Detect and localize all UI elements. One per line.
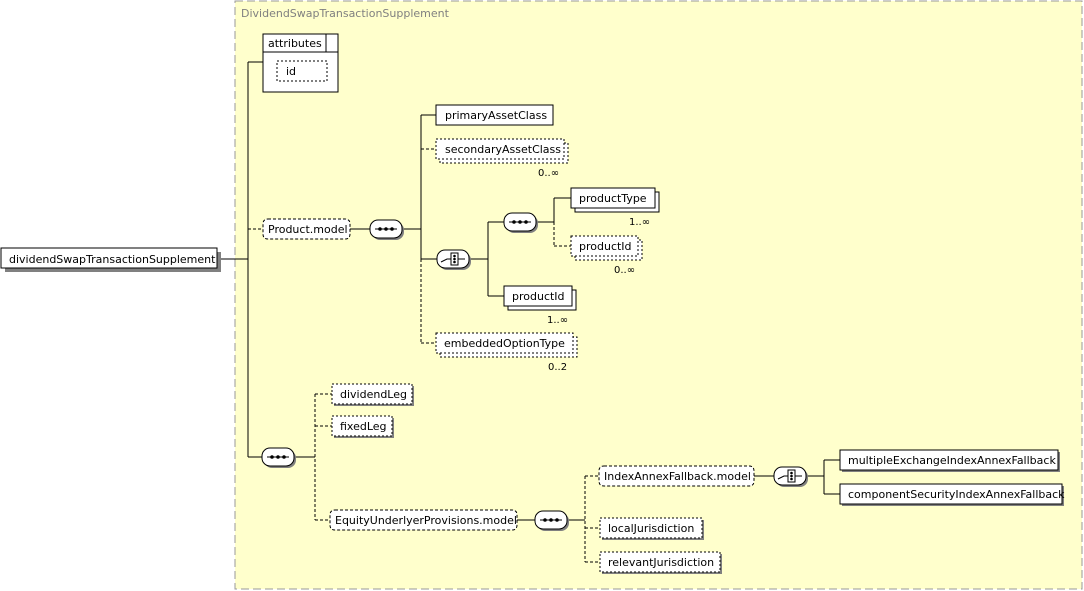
occurrence-productType: 1..∞ [629,217,650,228]
element-productId-optional[interactable]: productId [570,235,643,261]
element-primaryAssetClass[interactable]: primaryAssetClass [435,104,554,126]
choice-compositor-product [436,249,471,270]
element-productId[interactable]: productId [503,285,577,311]
container-title: DividendSwapTransactionSupplement [241,7,450,20]
svg-text:componentSecurityIndexAnnexFal: componentSecurityIndexAnnexFallback [848,488,1065,501]
occurrence-embeddedOptionType: 0..2 [548,362,567,373]
sequence-compositor-equity [534,510,569,531]
svg-text:productId: productId [579,240,632,253]
element-relevantJurisdiction[interactable]: relevantJurisdiction [599,551,722,574]
occurrence-secondaryAssetClass: 0..∞ [538,168,559,179]
svg-text:localJurisdiction: localJurisdiction [608,522,694,535]
group-equity-underlyer-provisions-model[interactable]: EquityUnderlyerProvisions.model [329,509,518,531]
element-fixedLeg[interactable]: fixedLeg [331,415,394,438]
attributes-title: attributes [268,37,322,50]
svg-text:relevantJurisdiction: relevantJurisdiction [608,556,714,569]
svg-text:multipleExchangeIndexAnnexFall: multipleExchangeIndexAnnexFallback [848,454,1056,467]
svg-text:dividendSwapTransactionSupplem: dividendSwapTransactionSupplement [9,253,216,266]
element-multipleExchangeIndexAnnexFallback[interactable]: multipleExchangeIndexAnnexFallback [839,449,1060,472]
root-element-dividendSwapTransactionSupplement[interactable]: dividendSwapTransactionSupplement [0,247,221,272]
group-index-annex-fallback-model[interactable]: IndexAnnexFallback.model [598,465,755,487]
svg-text:Product.model: Product.model [268,223,348,236]
occurrence-productId-optional: 0..∞ [614,265,635,276]
element-embeddedOptionType[interactable]: embeddedOptionType [435,332,578,358]
svg-text:id: id [286,65,296,78]
svg-text:fixedLeg: fixedLeg [340,420,387,433]
group-product-model[interactable]: Product.model [262,218,351,240]
svg-text:embeddedOptionType: embeddedOptionType [444,337,565,350]
svg-text:IndexAnnexFallback.model: IndexAnnexFallback.model [604,470,751,483]
svg-text:primaryAssetClass: primaryAssetClass [445,109,547,122]
svg-text:EquityUnderlyerProvisions.mode: EquityUnderlyerProvisions.model [335,514,517,527]
svg-text:productType: productType [579,192,647,205]
svg-text:productId: productId [512,290,565,303]
connector-lines [219,61,840,563]
sequence-compositor-product [369,219,404,240]
svg-text:secondaryAssetClass: secondaryAssetClass [445,143,561,156]
element-localJurisdiction[interactable]: localJurisdiction [599,517,704,540]
sequence-compositor-legs [261,447,296,468]
svg-text:dividendLeg: dividendLeg [340,388,407,401]
element-componentSecurityIndexAnnexFallback[interactable]: componentSecurityIndexAnnexFallback [839,483,1065,506]
element-secondaryAssetClass[interactable]: secondaryAssetClass [435,138,569,164]
attribute-id[interactable] [276,60,328,82]
sequence-compositor-productType [503,212,538,233]
element-dividendLeg[interactable]: dividendLeg [331,383,414,406]
element-productType[interactable]: productType [570,187,660,213]
choice-compositor-index-annex [773,466,808,487]
attributes-group: attributes id [262,33,339,93]
occurrence-productId: 1..∞ [547,315,568,326]
